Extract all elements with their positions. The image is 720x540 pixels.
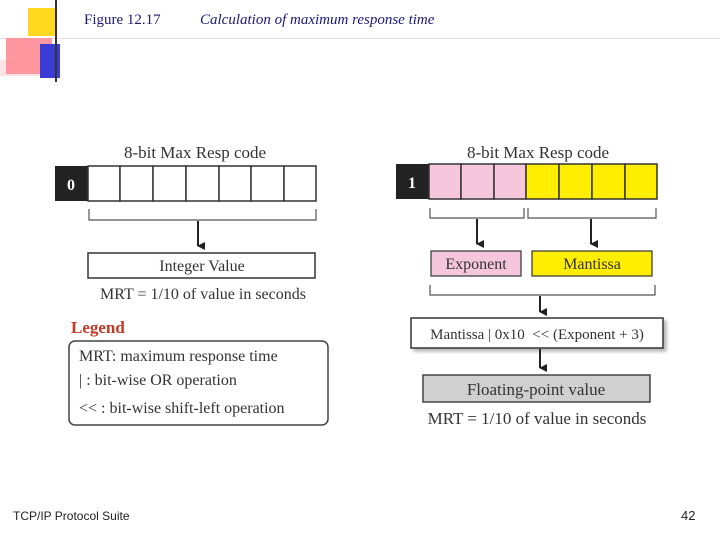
left-bit-cell (120, 166, 153, 201)
legend-line: | : bit-wise OR operation (79, 372, 237, 389)
left-bit-cell (284, 166, 316, 201)
right-bit-cells (396, 164, 657, 199)
left-first-bit-label: 0 (67, 177, 75, 194)
legend-line: << : bit-wise shift-left operation (79, 400, 285, 417)
right-mantissa-bit-cell (625, 164, 657, 199)
left-code-title: 8-bit Max Resp code (124, 143, 266, 162)
right-mrt-formula: MRT = 1/10 of value in seconds (428, 409, 647, 428)
exponent-label: Exponent (445, 256, 507, 273)
right-mantissa-bit-cell (526, 164, 559, 199)
legend-line: MRT: maximum response time (79, 348, 278, 365)
right-exponent-bit-cell (461, 164, 494, 199)
left-mrt-formula: MRT = 1/10 of value in seconds (100, 286, 306, 303)
mantissa-bracket (528, 208, 656, 218)
left-bit-cells (55, 166, 316, 201)
right-code-title: 8-bit Max Resp code (467, 143, 609, 162)
left-bit-cell (153, 166, 186, 201)
left-bit-cell (251, 166, 284, 201)
integer-value-label: Integer Value (159, 258, 244, 275)
right-first-bit-label: 1 (408, 175, 416, 192)
left-bit-cell (186, 166, 219, 201)
page-number: 42 (681, 508, 695, 523)
combine-bracket (430, 285, 655, 295)
legend-title: Legend (71, 318, 125, 337)
right-mantissa-bit-cell (592, 164, 625, 199)
mantissa-label: Mantissa (563, 256, 621, 273)
left-bracket (89, 209, 316, 220)
floating-point-label: Floating-point value (467, 380, 605, 399)
right-exponent-bit-cell (494, 164, 526, 199)
right-exponent-bit-cell (429, 164, 461, 199)
left-bit-cell (88, 166, 120, 201)
right-mantissa-bit-cell (559, 164, 592, 199)
formula-label: Mantissa | 0x10 << (Exponent + 3) (430, 327, 644, 343)
left-bit-cell (219, 166, 251, 201)
exponent-bracket (430, 208, 524, 218)
footer-course-title: TCP/IP Protocol Suite (13, 509, 130, 523)
